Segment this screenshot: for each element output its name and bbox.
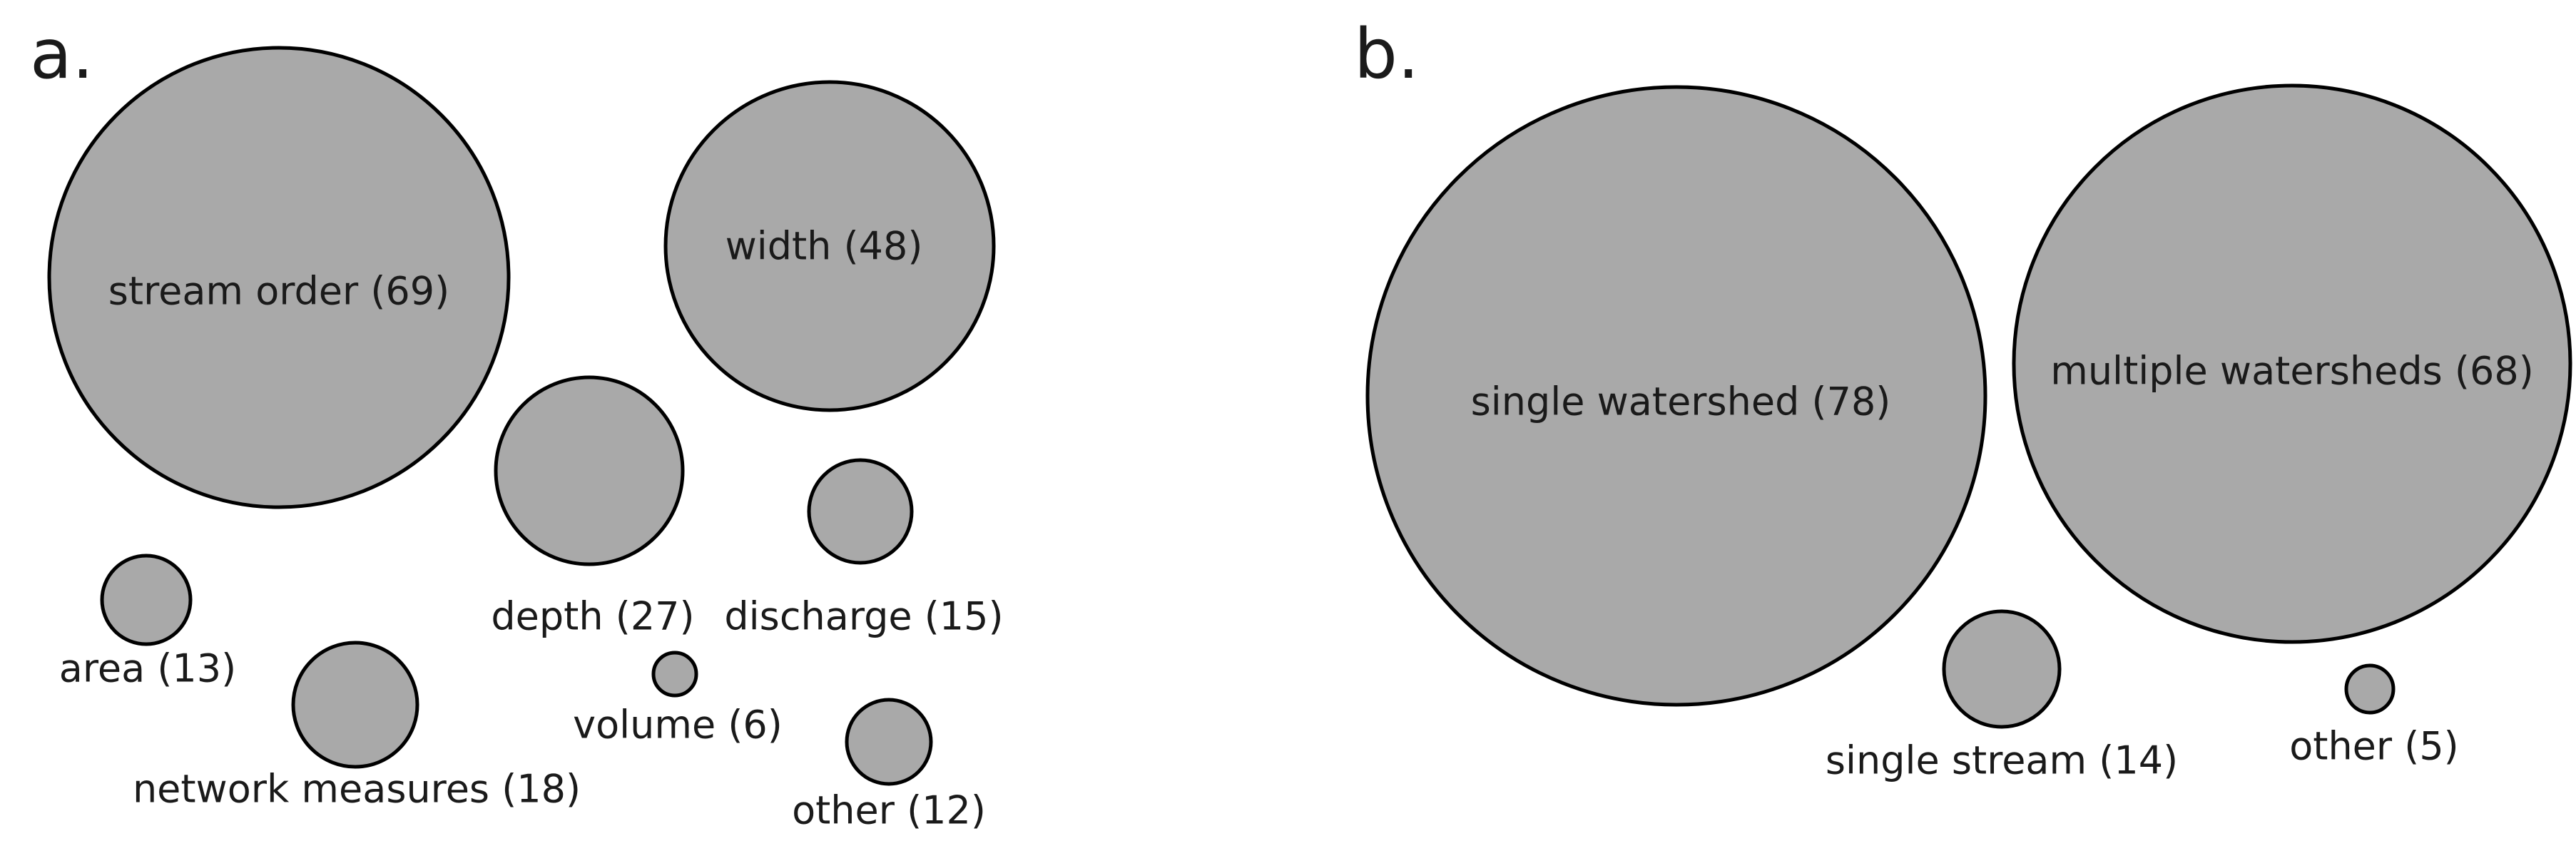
- bubble-label-single-stream: single stream (14): [1826, 738, 2178, 783]
- panel-b-label: b.: [1354, 14, 1420, 94]
- bubble-single-watershed: [1365, 85, 1987, 707]
- bubble-volume: [651, 651, 698, 698]
- bubble-label-stream-order: stream order (69): [108, 269, 449, 314]
- bubble-label-area: area (13): [59, 646, 236, 691]
- bubble-label-other: other (12): [792, 788, 986, 833]
- bubble-network-measures: [291, 641, 419, 769]
- bubble-label-depth: depth (27): [491, 594, 694, 639]
- bubble-label-network-measures: network measures (18): [133, 767, 581, 812]
- bubble-width: [663, 80, 996, 412]
- bubble-label-single-watershed: single watershed (78): [1471, 379, 1891, 424]
- bubble-single-stream: [1942, 609, 2062, 729]
- bubble-label-multiple-watersheds: multiple watersheds (68): [2050, 349, 2534, 394]
- bubble-multiple-watersheds: [2012, 83, 2572, 644]
- bubble-label-discharge: discharge (15): [724, 594, 1003, 639]
- bubble-area: [100, 554, 193, 646]
- panel-a-label: a.: [30, 14, 94, 94]
- bubble-label-width: width (48): [726, 224, 923, 269]
- bubble-discharge: [807, 458, 914, 565]
- bubble-stream-order: [47, 46, 511, 509]
- bubble-label-other: other (5): [2289, 724, 2459, 769]
- bubble-other: [2344, 663, 2396, 715]
- bubble-other: [845, 698, 933, 786]
- bubble-depth: [494, 375, 685, 566]
- bubble-label-volume: volume (6): [573, 703, 783, 748]
